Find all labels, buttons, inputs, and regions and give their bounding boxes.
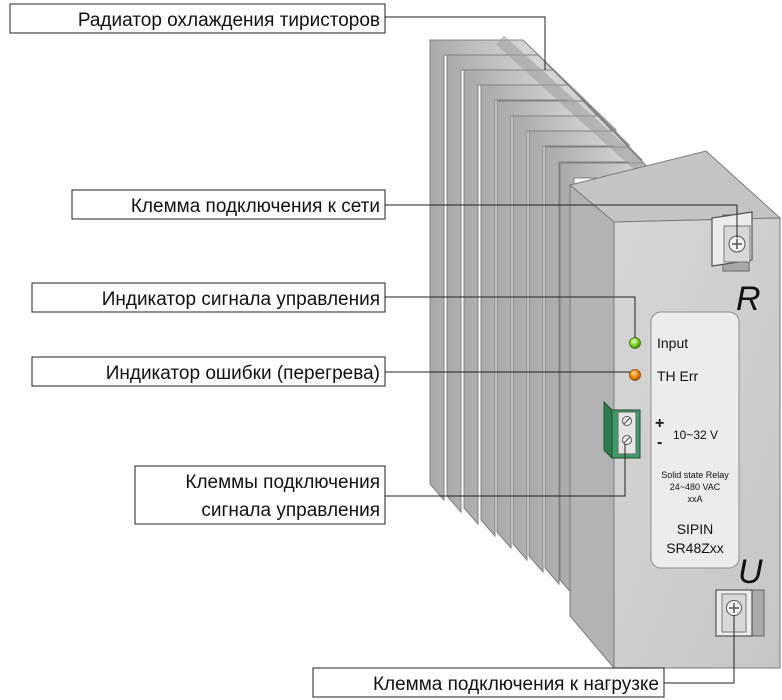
- callout-control-terminals: Клеммы подключения сигнала управления: [134, 465, 386, 525]
- spec-line-2: 24~480 VAC: [670, 482, 721, 492]
- load-terminal[interactable]: [715, 589, 765, 637]
- leader-line-heatsink: [385, 16, 546, 70]
- callout-load-terminal: Клемма подключения к нагрузке: [312, 667, 665, 698]
- error-led-label: TH Err: [657, 368, 699, 384]
- leader-lines: [385, 16, 738, 684]
- error-led-icon: [629, 369, 641, 381]
- heatsink-groove: [495, 35, 665, 190]
- spec-line-1: Solid state Relay: [661, 470, 729, 480]
- minus-sign: -: [657, 434, 662, 451]
- callout-control-terminals-line1: Клеммы подключения: [185, 472, 380, 493]
- callout-mains-terminal: Клемма подключения к сети: [71, 189, 386, 220]
- terminal-r-label: R: [736, 280, 761, 318]
- leader-line-control-led: [385, 296, 636, 338]
- mains-terminal[interactable]: [711, 211, 753, 272]
- leader-line-control-terminals: [385, 444, 626, 497]
- label-plate: Input TH Err + - 10~32 V Solid state Rel…: [650, 311, 740, 569]
- callout-error-led-text: Индикатор ошибки (перегрева): [106, 363, 380, 384]
- input-led-icon: [629, 337, 641, 349]
- callout-load-terminal-text: Клемма подключения к нагрузке: [373, 674, 659, 695]
- brand-label: SIPIN: [677, 521, 714, 537]
- leader-line-load: [664, 615, 735, 684]
- callout-control-led: Индикатор сигнала управления: [31, 282, 386, 313]
- leader-line-mains: [385, 204, 738, 238]
- spec-line-3: xxA: [687, 494, 702, 504]
- callout-heatsink: Радиатор охлаждения тиристоров: [9, 3, 386, 34]
- terminal-u-label: U: [738, 553, 763, 591]
- callout-control-terminals-line2: сигнала управления: [201, 500, 380, 521]
- callout-error-led: Индикатор ошибки (перегрева): [31, 356, 386, 387]
- model-label: SR48Zxx: [666, 540, 724, 556]
- control-terminal-block[interactable]: [603, 400, 641, 460]
- callout-heatsink-text: Радиатор охлаждения тиристоров: [78, 10, 380, 31]
- control-voltage: 10~32 V: [673, 428, 718, 442]
- input-led-label: Input: [657, 335, 688, 351]
- callout-control-led-text: Индикатор сигнала управления: [102, 289, 380, 310]
- callout-mains-terminal-text: Клемма подключения к сети: [131, 196, 380, 217]
- plus-sign: +: [655, 415, 664, 432]
